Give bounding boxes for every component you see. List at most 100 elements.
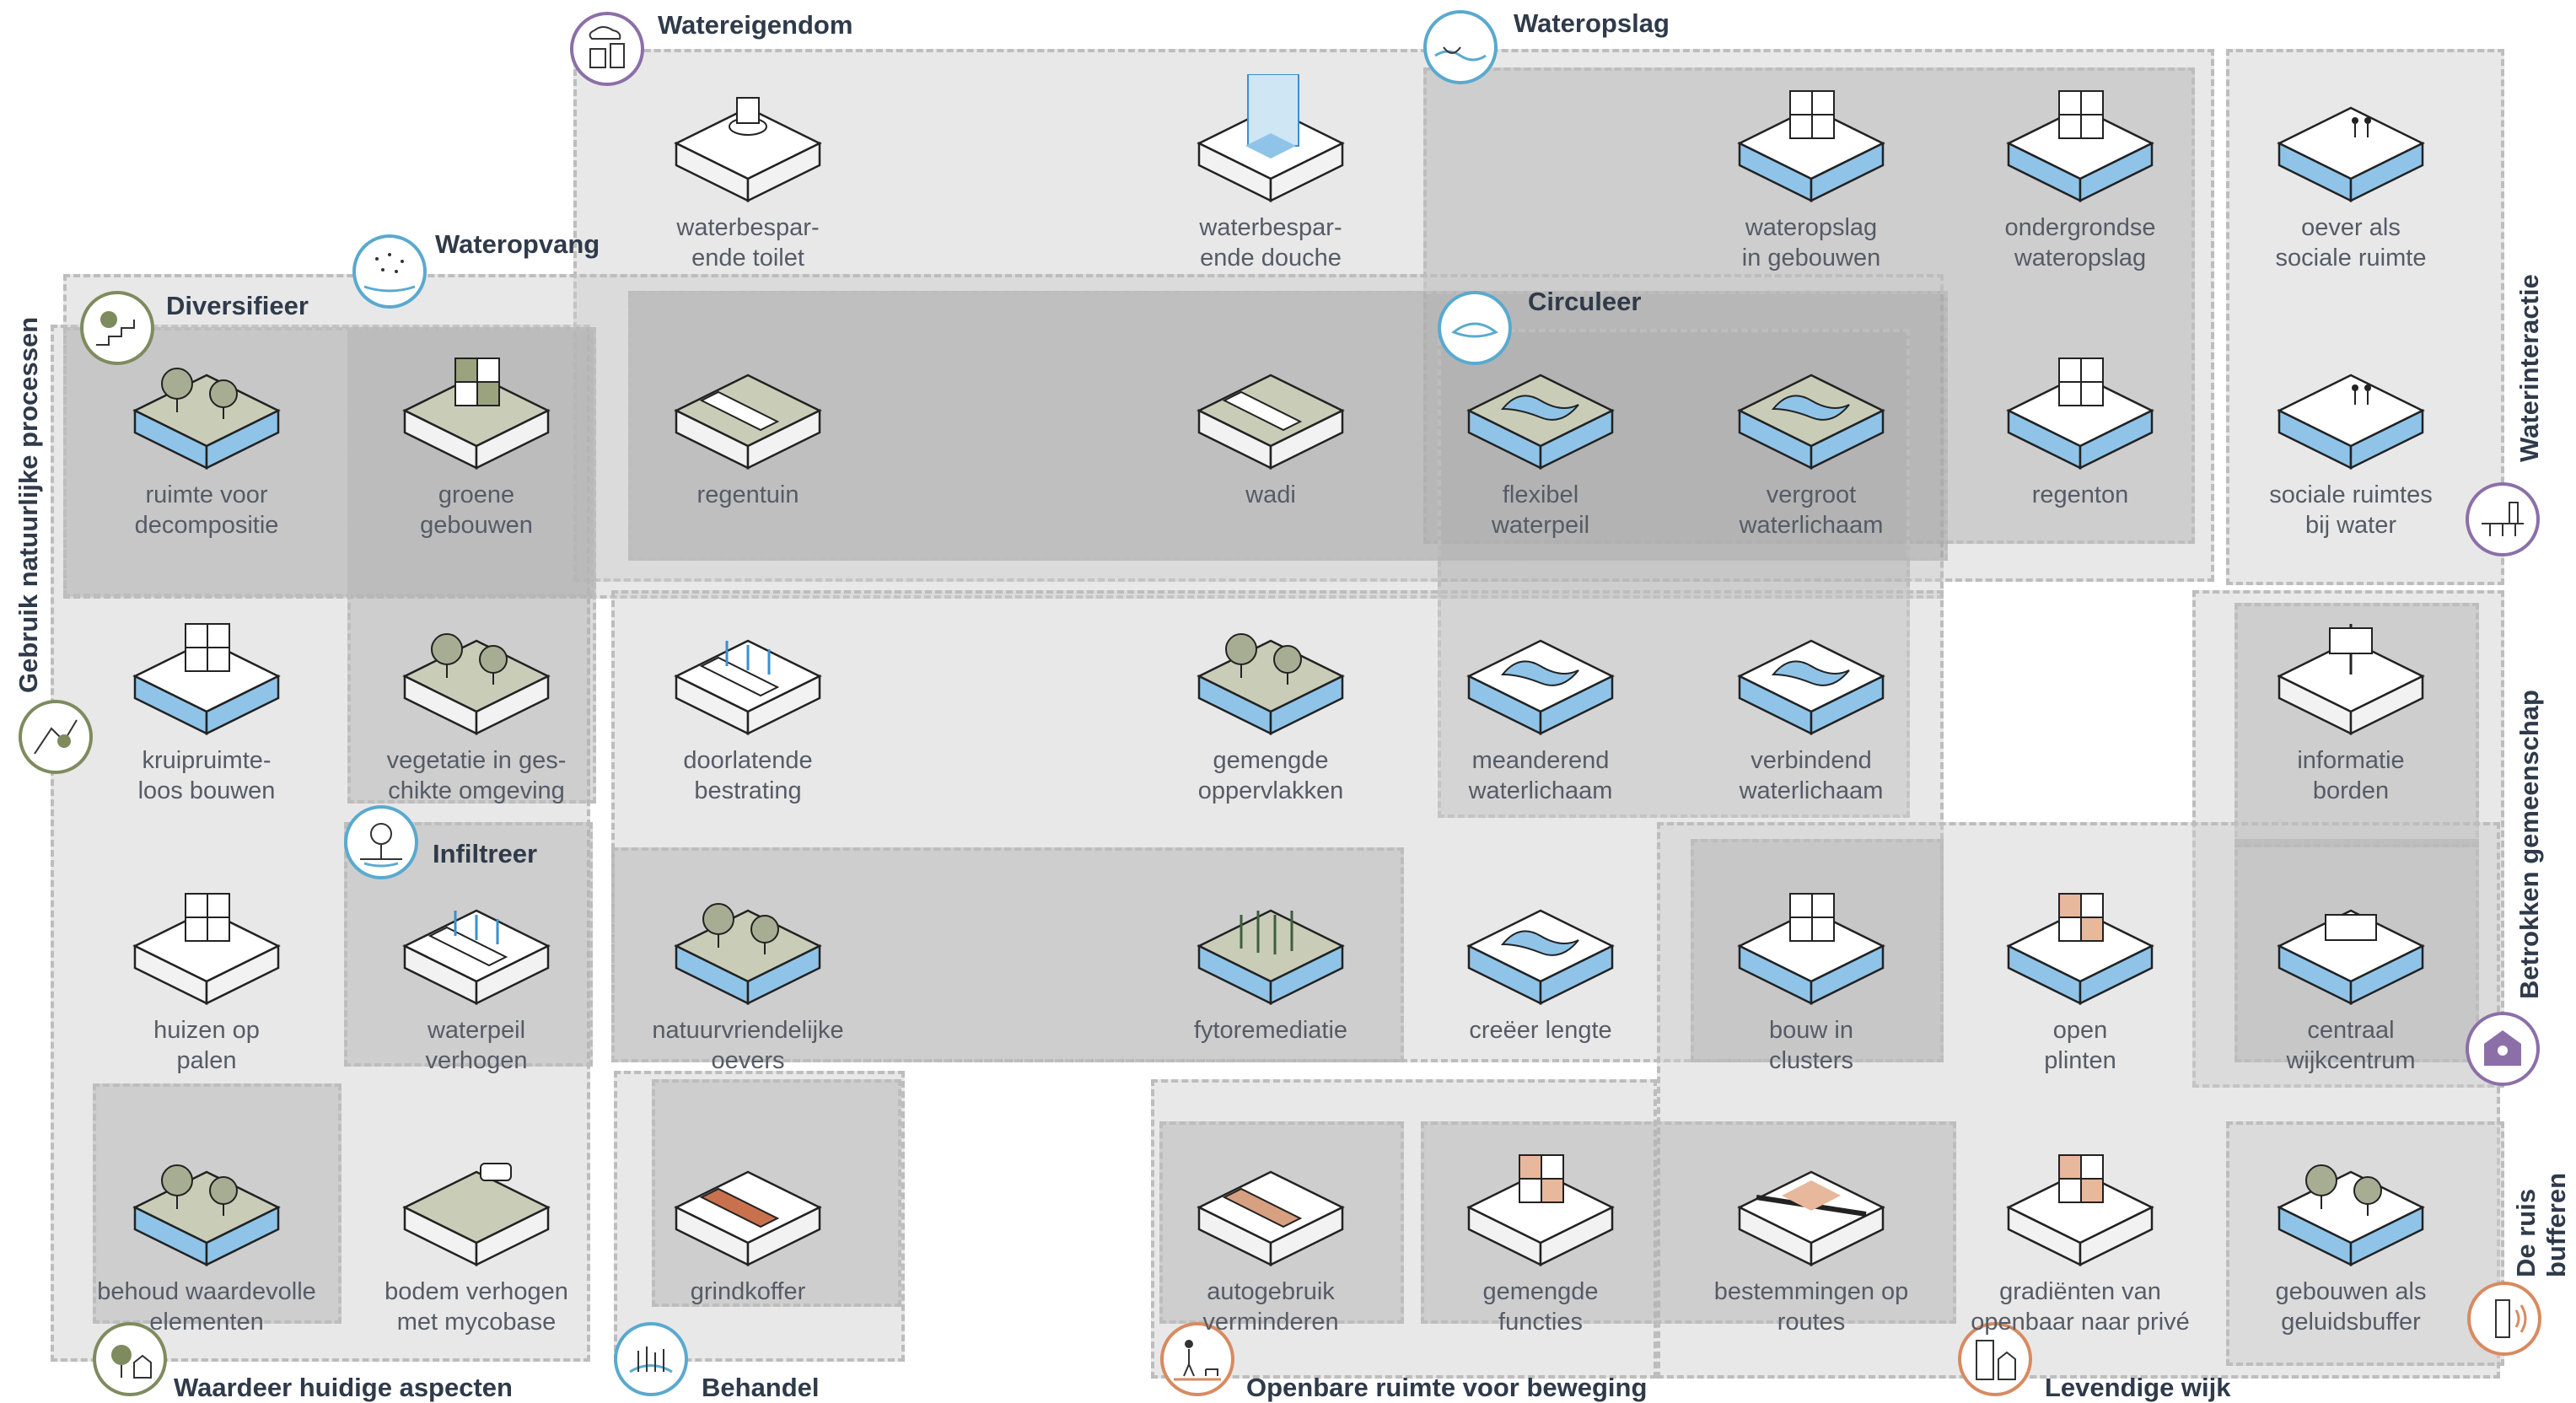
measure-item-greenbuild: groene gebouwen bbox=[350, 341, 603, 540]
city-buildings-icon bbox=[1958, 1322, 2032, 1396]
preserve-illustration-icon bbox=[80, 1138, 333, 1273]
measure-label: vegetatie in ges- chikte omgeving bbox=[386, 747, 567, 804]
gradient-illustration-icon bbox=[1954, 1138, 2207, 1273]
length-illustration-icon bbox=[1414, 877, 1667, 1012]
measure-item-meander: meanderend waterlichaam bbox=[1414, 607, 1667, 806]
category-title-infiltreer: Infiltreer bbox=[433, 839, 538, 868]
measure-item-barrel: regenton bbox=[1954, 341, 2207, 510]
measure-item-social: sociale ruimtes bij water bbox=[2224, 341, 2477, 540]
measure-label: kruipruimte- loos bouwen bbox=[137, 747, 276, 804]
measure-item-permeable: doorlatende bestrating bbox=[621, 607, 874, 806]
permeable-illustration-icon bbox=[621, 607, 874, 742]
category-title-behandel: Behandel bbox=[702, 1373, 820, 1402]
measure-item-plinths: open plinten bbox=[1954, 877, 2207, 1076]
category-title-betrokken: Betrokken gemeenschap bbox=[2514, 690, 2544, 999]
measure-item-wadi: wadi bbox=[1144, 341, 1397, 510]
measure-item-gravel: grindkoffer bbox=[621, 1138, 874, 1307]
measure-item-storagebuild: wateropslag in gebouwen bbox=[1685, 74, 1938, 273]
barrel-illustration-icon bbox=[1954, 341, 2207, 476]
measure-item-noisebuild: gebouwen als geluidsbuffer bbox=[2224, 1138, 2477, 1337]
underground-illustration-icon bbox=[1954, 74, 2207, 209]
measure-item-center: centraal wijkcentrum bbox=[2224, 877, 2477, 1076]
mixed-illustration-icon bbox=[1144, 607, 1397, 742]
gravel-illustration-icon bbox=[621, 1138, 874, 1273]
vegetation-illustration-icon bbox=[350, 607, 603, 742]
measure-label: ruimte voor decompositie bbox=[134, 481, 279, 539]
infiltrate-tree-icon bbox=[344, 805, 418, 879]
category-title-diversifieer: Diversifieer bbox=[166, 291, 309, 320]
circulate-wave-icon bbox=[1438, 291, 1512, 365]
measure-label: informatie borden bbox=[2297, 747, 2405, 804]
measure-item-mixed: gemengde oppervlakken bbox=[1144, 607, 1397, 806]
measure-label: open plinten bbox=[2044, 1017, 2116, 1074]
measure-item-length: creëer lengte bbox=[1414, 877, 1667, 1046]
car-illustration-icon bbox=[1144, 1138, 1397, 1273]
phyto-illustration-icon bbox=[1144, 877, 1397, 1012]
measure-label: verbindend waterlichaam bbox=[1739, 747, 1884, 804]
measure-label: autogebruik verminderen bbox=[1202, 1278, 1339, 1336]
walker-dog-icon bbox=[1160, 1322, 1234, 1396]
measure-item-enlarge: vergroot waterlichaam bbox=[1685, 341, 1938, 540]
measure-item-vegetation: vegetatie in ges- chikte omgeving bbox=[350, 607, 603, 806]
measure-label: huizen op palen bbox=[153, 1017, 260, 1074]
measure-label: bestemmingen op routes bbox=[1713, 1278, 1909, 1336]
measure-label: wateropslag in gebouwen bbox=[1741, 214, 1881, 271]
category-title-wateropslag: Wateropslag bbox=[1514, 8, 1670, 38]
noise-buffer-icon bbox=[2467, 1282, 2541, 1356]
measure-label: groene gebouwen bbox=[420, 481, 533, 539]
measure-item-bank: oever als sociale ruimte bbox=[2224, 74, 2477, 273]
measure-label: gebouwen als geluidsbuffer bbox=[2275, 1278, 2427, 1336]
plinths-illustration-icon bbox=[1954, 877, 2207, 1012]
category-title-openbare: Openbare ruimte voor beweging bbox=[1246, 1373, 1648, 1402]
measure-label: wadi bbox=[1245, 481, 1296, 508]
toilet-illustration-icon bbox=[621, 74, 874, 209]
measure-label: waterpeil verhogen bbox=[425, 1017, 528, 1074]
measure-label: grindkoffer bbox=[690, 1278, 806, 1305]
pier-icon bbox=[2466, 482, 2540, 556]
measure-item-phyto: fytoremediatie bbox=[1144, 877, 1397, 1046]
zone-diversifieer bbox=[63, 327, 594, 597]
measure-item-connect: verbindend waterlichaam bbox=[1685, 607, 1938, 806]
measure-label: gradiënten van openbaar naar privé bbox=[1971, 1278, 2190, 1336]
wadi-illustration-icon bbox=[1144, 341, 1397, 476]
measure-label: bodem verhogen met mycobase bbox=[385, 1278, 568, 1336]
meander-illustration-icon bbox=[1414, 607, 1667, 742]
rain-catch-icon bbox=[352, 234, 427, 309]
measure-label: ondergrondse wateropslag bbox=[2004, 214, 2156, 271]
measure-label: gemengde functies bbox=[1482, 1278, 1599, 1336]
storagebuild-illustration-icon bbox=[1685, 74, 1938, 209]
measure-item-raise: waterpeil verhogen bbox=[350, 877, 603, 1076]
measure-label: waterbespar- ende douche bbox=[1199, 214, 1342, 271]
enlarge-illustration-icon bbox=[1685, 341, 1938, 476]
measure-item-stilts: huizen op palen bbox=[80, 877, 333, 1076]
category-title-waterinteractie: Waterinteractie bbox=[2514, 274, 2544, 462]
measure-item-soil: bodem verhogen met mycobase bbox=[350, 1138, 603, 1337]
category-title-wateropvang: Wateropvang bbox=[435, 229, 600, 259]
measure-label: gemengde oppervlakken bbox=[1197, 747, 1344, 804]
measure-label: sociale ruimtes bij water bbox=[2269, 481, 2433, 539]
greenbuild-illustration-icon bbox=[350, 341, 603, 476]
measure-label: centraal wijkcentrum bbox=[2286, 1017, 2416, 1074]
category-title-gebruik: Gebruik natuurlijke processen bbox=[13, 316, 43, 693]
measure-label: natuurvriendelijke oevers bbox=[652, 1017, 844, 1074]
shower-illustration-icon bbox=[1144, 74, 1397, 209]
sign-illustration-icon bbox=[2224, 607, 2477, 742]
measure-label: fytoremediatie bbox=[1193, 1017, 1348, 1044]
natural-process-icon bbox=[19, 700, 93, 774]
measure-item-gradient: gradiënten van openbaar naar privé bbox=[1954, 1138, 2207, 1337]
measure-item-naturebank: natuurvriendelijke oevers bbox=[621, 877, 874, 1076]
measure-item-mixedfn: gemengde functies bbox=[1414, 1138, 1667, 1337]
clusters-illustration-icon bbox=[1685, 877, 1938, 1012]
measure-item-clusters: bouw in clusters bbox=[1685, 877, 1938, 1076]
center-illustration-icon bbox=[2224, 877, 2477, 1012]
category-title-levendige: Levendige wijk bbox=[2045, 1373, 2231, 1402]
connect-illustration-icon bbox=[1685, 607, 1938, 742]
category-title-watereigendom: Watereigendom bbox=[658, 10, 853, 40]
measure-item-routes: bestemmingen op routes bbox=[1685, 1138, 1938, 1337]
measure-label: creëer lengte bbox=[1469, 1017, 1612, 1044]
house-rain-icon bbox=[570, 12, 644, 86]
measure-label: meanderend waterlichaam bbox=[1468, 747, 1613, 804]
category-title-ruis: De ruis bufferen bbox=[2511, 1173, 2571, 1277]
category-title-waardeer: Waardeer huidige aspecten bbox=[174, 1373, 513, 1402]
measure-item-sign: informatie borden bbox=[2224, 607, 2477, 806]
